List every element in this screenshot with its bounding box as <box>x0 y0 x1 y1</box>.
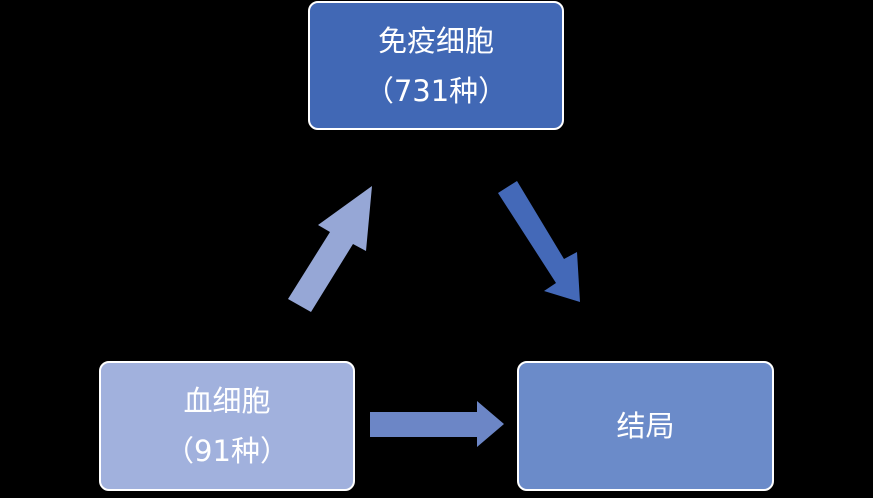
node-outcome: 结局 <box>517 361 774 491</box>
node-immune-cells-title: 免疫细胞 <box>377 23 494 58</box>
node-immune-cells-count: （731种） <box>364 73 508 108</box>
node-blood-cells: 血细胞 （91种） <box>99 361 355 491</box>
node-blood-cells-count: （91种） <box>165 434 289 468</box>
node-outcome-title: 结局 <box>616 409 675 443</box>
node-immune-cells: 免疫细胞 （731种） <box>308 1 564 130</box>
arrow-blood-to-immune <box>288 186 372 312</box>
arrow-blood-to-outcome <box>370 401 504 447</box>
arrow-immune-to-outcome <box>498 181 580 302</box>
node-blood-cells-title: 血细胞 <box>183 384 271 418</box>
